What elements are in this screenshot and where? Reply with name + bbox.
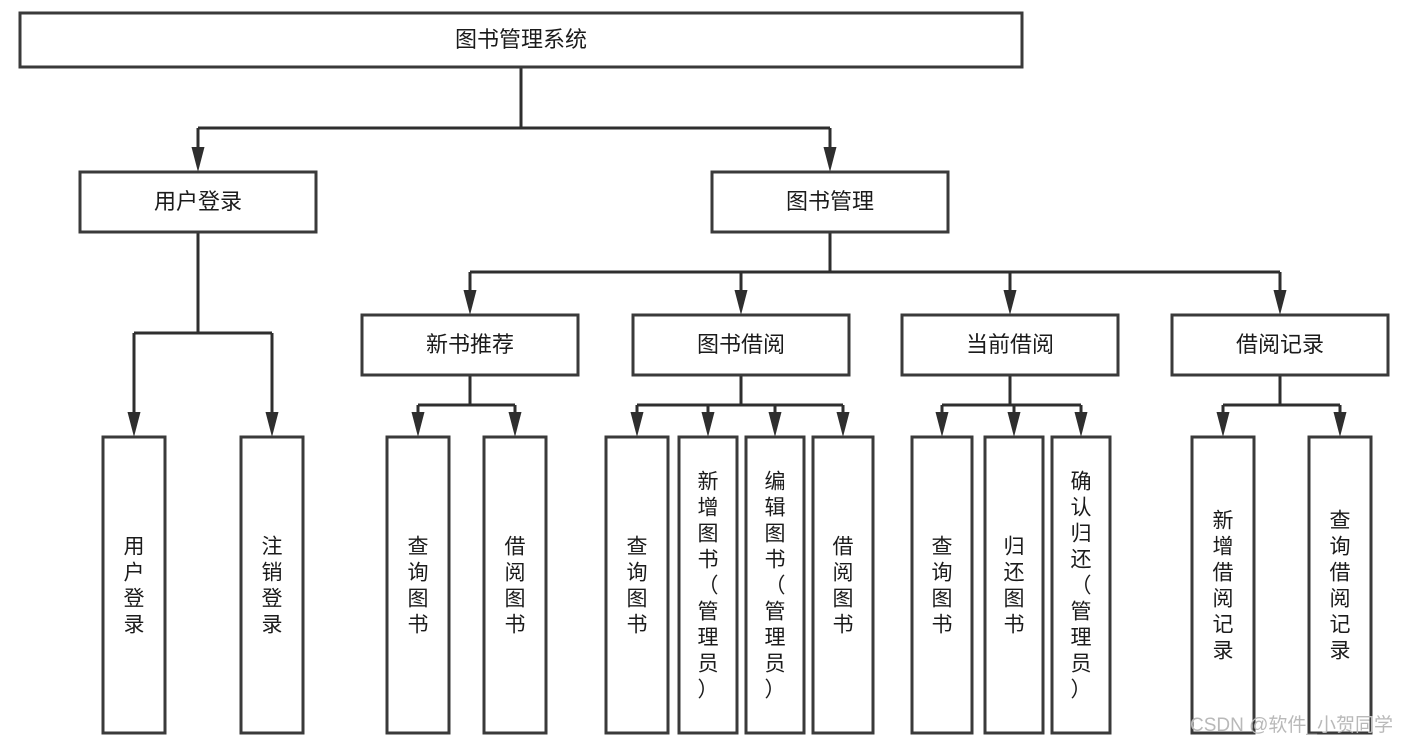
node-box-add-borrow-record[interactable]	[1190, 435, 1256, 735]
arrow-icon-query-book-2	[630, 412, 644, 437]
node-borrow-book-2[interactable]: 借阅图书	[811, 435, 875, 735]
arrow-icon-query-book-1	[411, 412, 425, 437]
node-query-book-2[interactable]: 查询图书	[604, 435, 670, 735]
node-book-manage[interactable]: 图书管理	[710, 170, 950, 234]
node-box-borrow-book-2[interactable]	[811, 435, 875, 735]
nodes-layer: 图书管理系统用户登录用户登录注销登录图书管理新书推荐查询图书借阅图书图书借阅查询…	[18, 11, 1390, 735]
node-borrow-book-1[interactable]: 借阅图书	[482, 435, 548, 735]
node-label-query-book-2: 查询图书	[627, 535, 648, 636]
arrow-icon-query-book-3	[935, 412, 949, 437]
node-user-login[interactable]: 用户登录	[78, 170, 318, 234]
node-box-book-manage[interactable]	[710, 170, 950, 234]
node-confirm-return[interactable]: 确认归还（管理员）	[1050, 435, 1112, 735]
node-box-return-book[interactable]	[983, 435, 1045, 735]
node-new-book-recommend[interactable]: 新书推荐	[360, 313, 580, 377]
node-add-book[interactable]: 新增图书（管理员）	[677, 435, 739, 735]
arrow-icon-book-borrow	[734, 290, 748, 315]
node-box-edit-book[interactable]	[744, 435, 806, 735]
node-query-borrow-record[interactable]: 查询借阅记录	[1307, 435, 1373, 735]
node-box-user-login-do[interactable]	[101, 435, 167, 735]
node-box-confirm-return[interactable]	[1050, 435, 1112, 735]
arrow-icon-user-login-do	[127, 412, 141, 437]
node-box-query-book-1[interactable]	[385, 435, 451, 735]
node-box-borrow-record[interactable]	[1170, 313, 1390, 377]
arrow-icon-current-borrow	[1003, 290, 1017, 315]
node-borrow-record[interactable]: 借阅记录	[1170, 313, 1390, 377]
node-label-query-borrow-record: 查询借阅记录	[1330, 509, 1351, 662]
node-label-borrow-book-2: 借阅图书	[833, 535, 854, 636]
node-label-user-login: 用户登录	[154, 189, 242, 214]
arrow-icon-add-book	[701, 412, 715, 437]
arrow-icon-book-manage	[823, 147, 837, 172]
arrow-icon-new-book-recommend	[463, 290, 477, 315]
csdn-watermark: CSDN @软件_小贺同学	[1190, 714, 1393, 736]
node-user-logout[interactable]: 注销登录	[239, 435, 305, 735]
node-edit-book[interactable]: 编辑图书（管理员）	[744, 435, 806, 735]
node-box-query-book-3[interactable]	[910, 435, 974, 735]
node-label-root: 图书管理系统	[455, 27, 587, 52]
connectors-layer	[127, 67, 1347, 437]
node-root[interactable]: 图书管理系统	[18, 11, 1024, 69]
node-box-query-book-2[interactable]	[604, 435, 670, 735]
node-label-edit-book: 编辑图书（管理员）	[765, 470, 786, 701]
node-box-add-book[interactable]	[677, 435, 739, 735]
node-box-book-borrow[interactable]	[631, 313, 851, 377]
node-label-user-logout: 注销登录	[262, 535, 283, 636]
node-add-borrow-record[interactable]: 新增借阅记录	[1190, 435, 1256, 735]
arrow-icon-borrow-record	[1273, 290, 1287, 315]
node-label-book-manage: 图书管理	[786, 189, 874, 214]
arrow-icon-borrow-book-1	[508, 412, 522, 437]
arrow-icon-user-logout	[265, 412, 279, 437]
arrow-icon-borrow-book-2	[836, 412, 850, 437]
node-label-borrow-record: 借阅记录	[1236, 332, 1324, 357]
arrow-icon-add-borrow-record	[1216, 412, 1230, 437]
node-label-user-login-do: 用户登录	[124, 535, 145, 636]
node-box-current-borrow[interactable]	[900, 313, 1120, 377]
node-user-login-do[interactable]: 用户登录	[101, 435, 167, 735]
node-query-book-1[interactable]: 查询图书	[385, 435, 451, 735]
node-label-book-borrow: 图书借阅	[697, 332, 785, 357]
node-label-add-book: 新增图书（管理员）	[698, 470, 719, 701]
node-label-query-book-3: 查询图书	[932, 535, 953, 636]
node-return-book[interactable]: 归还图书	[983, 435, 1045, 735]
node-box-new-book-recommend[interactable]	[360, 313, 580, 377]
node-box-root[interactable]	[18, 11, 1024, 69]
arrow-icon-edit-book	[768, 412, 782, 437]
node-label-return-book: 归还图书	[1004, 535, 1025, 636]
node-label-new-book-recommend: 新书推荐	[426, 332, 514, 357]
arrow-icon-confirm-return	[1074, 412, 1088, 437]
node-box-user-logout[interactable]	[239, 435, 305, 735]
node-label-borrow-book-1: 借阅图书	[505, 535, 526, 636]
node-label-current-borrow: 当前借阅	[966, 332, 1054, 357]
arrow-icon-user-login	[191, 147, 205, 172]
node-label-query-book-1: 查询图书	[408, 535, 429, 636]
node-book-borrow[interactable]: 图书借阅	[631, 313, 851, 377]
node-current-borrow[interactable]: 当前借阅	[900, 313, 1120, 377]
node-query-book-3[interactable]: 查询图书	[910, 435, 974, 735]
node-box-user-login[interactable]	[78, 170, 318, 234]
node-label-add-borrow-record: 新增借阅记录	[1213, 509, 1234, 662]
node-box-query-borrow-record[interactable]	[1307, 435, 1373, 735]
arrow-icon-return-book	[1007, 412, 1021, 437]
arrow-icon-query-borrow-record	[1333, 412, 1347, 437]
node-box-borrow-book-1[interactable]	[482, 435, 548, 735]
node-label-confirm-return: 确认归还（管理员）	[1071, 470, 1092, 701]
